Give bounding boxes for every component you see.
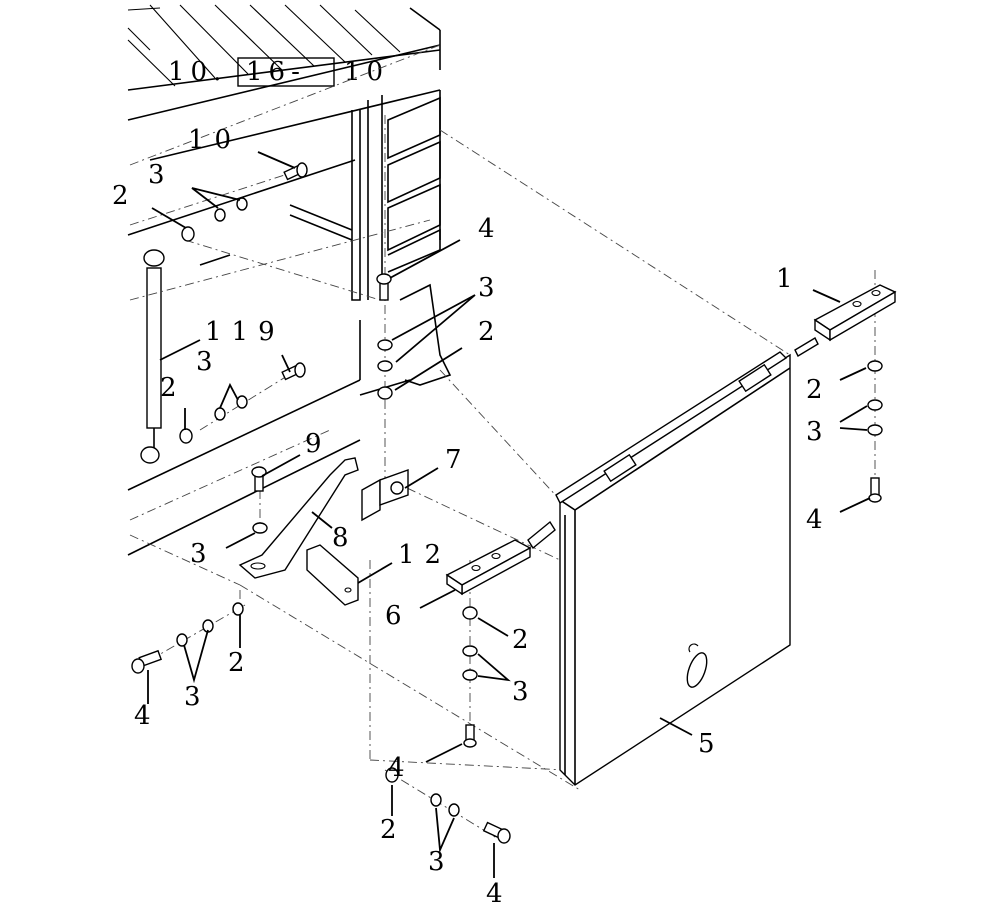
callout-2: 2: [806, 375, 823, 405]
callout-7: 7: [445, 445, 462, 475]
bolt-10: [283, 162, 308, 181]
callout-4: 4: [478, 214, 495, 244]
callout-3: 3: [512, 677, 529, 707]
bolt-4-middle: [463, 724, 477, 748]
bolt-4-upper: [376, 273, 392, 301]
callout-2: 2: [380, 815, 397, 845]
callout-3: 3: [428, 847, 445, 877]
callout-2: 2: [112, 181, 129, 211]
callout-12: 12: [398, 540, 451, 570]
callout-4: 4: [134, 701, 151, 731]
callout-9: 9: [305, 429, 322, 459]
bolt-4-bottom: [482, 821, 511, 844]
door-panel: [555, 351, 791, 786]
callout-3: 3: [148, 160, 165, 190]
stay-arm: [238, 457, 359, 579]
hinge-bracket-lower: [445, 520, 556, 596]
callout-10: 10: [188, 125, 241, 155]
leader-lines: [147, 151, 871, 878]
callout-3: 3: [806, 417, 823, 447]
callout-2: 2: [478, 317, 495, 347]
latch-bracket: [361, 469, 409, 522]
bolt-119: [281, 362, 306, 381]
callout-labels: 10 2 3 119 3 2 4 3 2 1 2 3 4 9 7 8 3 12 …: [112, 125, 823, 909]
hinge-bracket-upper: [794, 284, 897, 357]
reference-boxed: 16-: [246, 57, 306, 87]
roof-grille: [127, 4, 441, 121]
callout-2: 2: [512, 625, 529, 655]
reference-prefix: 10.: [168, 57, 227, 87]
nuts-and-washers: [176, 197, 883, 817]
callout-6: 6: [385, 601, 402, 631]
callout-8: 8: [332, 523, 349, 553]
callout-119: 119: [205, 317, 285, 347]
door-hinge-pins: [603, 363, 772, 483]
bolt-9: [251, 466, 267, 492]
bolts: [131, 162, 882, 844]
callout-4: 4: [388, 753, 405, 783]
callout-3: 3: [190, 539, 207, 569]
bolt-4-left: [131, 649, 163, 674]
callout-1: 1: [776, 264, 793, 294]
callout-4: 4: [486, 879, 503, 909]
callout-5: 5: [698, 729, 715, 759]
callout-2: 2: [160, 373, 177, 403]
callout-3: 3: [478, 273, 495, 303]
angle-bracket: [306, 544, 359, 606]
side-louvres: [387, 96, 441, 273]
reference-box: [237, 57, 335, 87]
reference-number: 10. 16- 10: [168, 57, 383, 87]
cab-frame: [127, 4, 452, 556]
callout-4: 4: [806, 505, 823, 535]
callout-2: 2: [228, 648, 245, 678]
callout-3: 3: [196, 347, 213, 377]
bolt-4-right: [868, 477, 882, 503]
callout-3: 3: [184, 682, 201, 712]
gas-strut: [140, 249, 165, 464]
